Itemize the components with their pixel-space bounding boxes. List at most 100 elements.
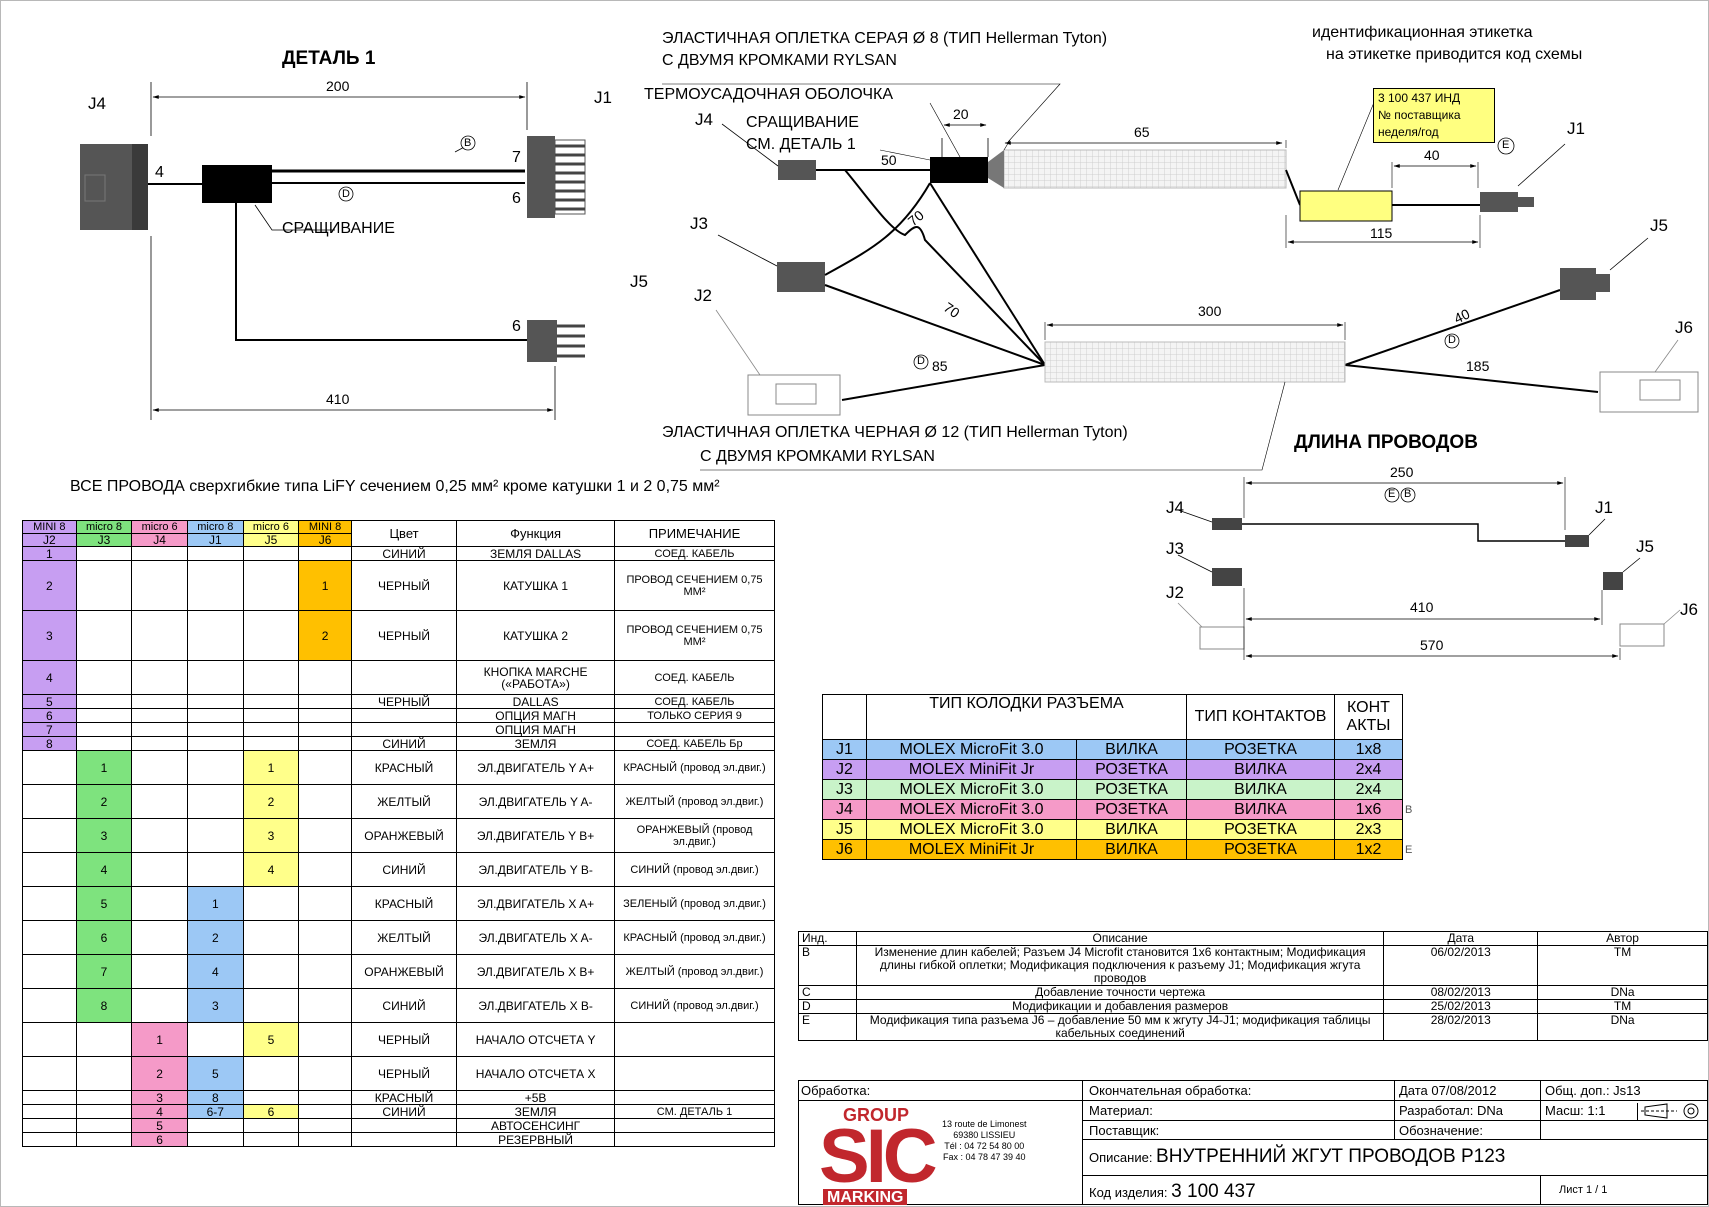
harness-j3-connector <box>777 262 825 292</box>
wire-pin-cell <box>186 722 244 737</box>
harness-j2-connector <box>747 374 841 416</box>
wire-pin-cell <box>22 750 77 785</box>
wire-pin-cell <box>242 694 300 709</box>
tb-code: Код изделия: 3 100 437 <box>1089 1181 1256 1203</box>
dim-85: 85 <box>932 358 948 374</box>
wire-pin-cell <box>186 750 244 785</box>
detail1-j4-label: J4 <box>88 94 106 113</box>
wire-note-cell: СОЕД. КАБЕЛЬ <box>614 694 775 709</box>
detail1-splice <box>202 165 272 203</box>
tb-description: Описание: ВНУТРЕННИЙ ЖГУТ ПРОВОДОВ P123 <box>1089 1146 1505 1168</box>
dim-185: 185 <box>1466 358 1490 374</box>
dim-115: 115 <box>1370 225 1393 241</box>
label-sample-box: 3 100 437 ИНД № поставщика неделя/год <box>1373 88 1495 143</box>
tb-date: Дата 07/08/2012 <box>1399 1083 1497 1098</box>
logo-group-text: GROUP <box>843 1105 910 1125</box>
splice-ref-caption-1: СРАЩИВАНИЕ <box>746 114 859 131</box>
wire-pin-cell <box>75 1132 133 1147</box>
grey-braid-caption-2: С ДВУМЯ КРОМКАМИ RYLSAN <box>662 52 897 69</box>
wl-j6-connector <box>1619 623 1665 647</box>
wire-lengths-drawing <box>1177 477 1681 660</box>
conn-id-cell: J5 <box>822 819 867 840</box>
splice-ref-caption-2: СМ. ДЕТАЛЬ 1 <box>746 136 856 153</box>
wire-pin-cell <box>186 736 244 751</box>
wire-pin-cell <box>75 610 133 661</box>
conn-kind-cell: ВИЛКА <box>1076 739 1187 760</box>
rev-header-cell: Дата <box>1383 931 1539 946</box>
wire-function-cell: ЭЛ.ДВИГАТЕЛЬ X A+ <box>456 886 616 921</box>
detail1-j1-label: J1 <box>594 88 612 107</box>
conn-id-cell: J3 <box>822 779 867 800</box>
tb-processing: Обработка: <box>801 1083 871 1098</box>
wire-pin-cell <box>131 546 188 561</box>
wire-pin-cell <box>131 708 188 723</box>
wire-note-cell: СОЕД. КАБЕЛЬ <box>614 660 775 695</box>
wire-note-cell <box>614 722 775 737</box>
wire-note-cell: ЖЕЛТЫЙ (провод эл.двиг.) <box>614 784 775 819</box>
wire-pin-cell <box>131 886 188 921</box>
wl-j1-connector <box>1565 535 1589 547</box>
tb-sheet: Лист 1 / 1 <box>1559 1184 1608 1196</box>
conn-header-count: КОНТ АКТЫ <box>1334 694 1403 740</box>
wire-pin-cell <box>131 694 188 709</box>
conn-count-cell: 1x6 <box>1334 799 1403 820</box>
wire-header-conn: J2 <box>22 533 77 547</box>
wire-header-type: micro 6 <box>242 520 300 534</box>
rev-header-cell: Инд. <box>798 931 857 946</box>
tb-supplier: Поставщик: <box>1089 1123 1160 1138</box>
label-sample-line-1: 3 100 437 ИНД <box>1378 91 1461 105</box>
wire-pin-cell: 6 <box>131 1132 188 1147</box>
rev-date-cell: 28/02/2013 <box>1383 1013 1539 1041</box>
tb-code-label: Код изделия: <box>1089 1185 1172 1200</box>
wire-pin-cell: 3 <box>186 988 244 1023</box>
detail1-title: ДЕТАЛЬ 1 <box>282 48 376 69</box>
wire-pin-cell: 2 <box>75 784 133 819</box>
wire-pin-cell: 2 <box>186 920 244 955</box>
wire-color-cell: КРАСНЫЙ <box>350 1090 458 1105</box>
detail1-j5-connector <box>527 320 557 362</box>
address-line-2: 69380 LISSIEU <box>953 1130 1016 1140</box>
wire-pin-cell <box>186 1022 244 1057</box>
rev-author-cell: DNa <box>1537 985 1708 1000</box>
wire-pin-cell <box>298 954 352 989</box>
wire-spec-note: ВСЕ ПРОВОДА сверхгибкие типа LiFY сечени… <box>70 478 720 495</box>
wl-marker-e: E <box>1388 488 1396 500</box>
wire-function-cell: ЭЛ.ДВИГАТЕЛЬ Y A+ <box>456 750 616 785</box>
detail1-pin-j1-bottom: 6 <box>512 190 521 207</box>
wire-color-cell: КРАСНЫЙ <box>350 886 458 921</box>
conn-contacts-cell: ВИЛКА <box>1186 779 1335 800</box>
wire-pin-cell <box>131 818 188 853</box>
wire-color-cell: ЧЕРНЫЙ <box>350 560 458 611</box>
wire-function-cell: ЭЛ.ДВИГАТЕЛЬ Y A- <box>456 784 616 819</box>
wire-pin-cell <box>298 886 352 921</box>
wire-pin-cell: 4 <box>75 852 133 887</box>
wire-pin-cell: 3 <box>22 610 77 661</box>
wire-header-conn: J4 <box>131 533 188 547</box>
wire-pin-cell: 5 <box>186 1056 244 1091</box>
detail1-splice-label: СРАЩИВАНИЕ <box>282 220 395 237</box>
wl-j5-label: J5 <box>1636 537 1654 556</box>
wire-pin-cell: 4 <box>131 1104 188 1119</box>
wire-function-cell: DALLAS <box>456 694 616 709</box>
harness-j5-label: J5 <box>1650 216 1668 235</box>
wire-pin-cell: 6 <box>242 1104 300 1119</box>
wl-j2-label: J2 <box>1166 583 1184 602</box>
detail1-pin-j4: 4 <box>155 164 164 181</box>
wire-pin-cell <box>131 784 188 819</box>
wire-pin-cell <box>242 560 300 611</box>
wire-pin-cell <box>298 920 352 955</box>
tb-designation: Обозначение: <box>1399 1123 1484 1138</box>
